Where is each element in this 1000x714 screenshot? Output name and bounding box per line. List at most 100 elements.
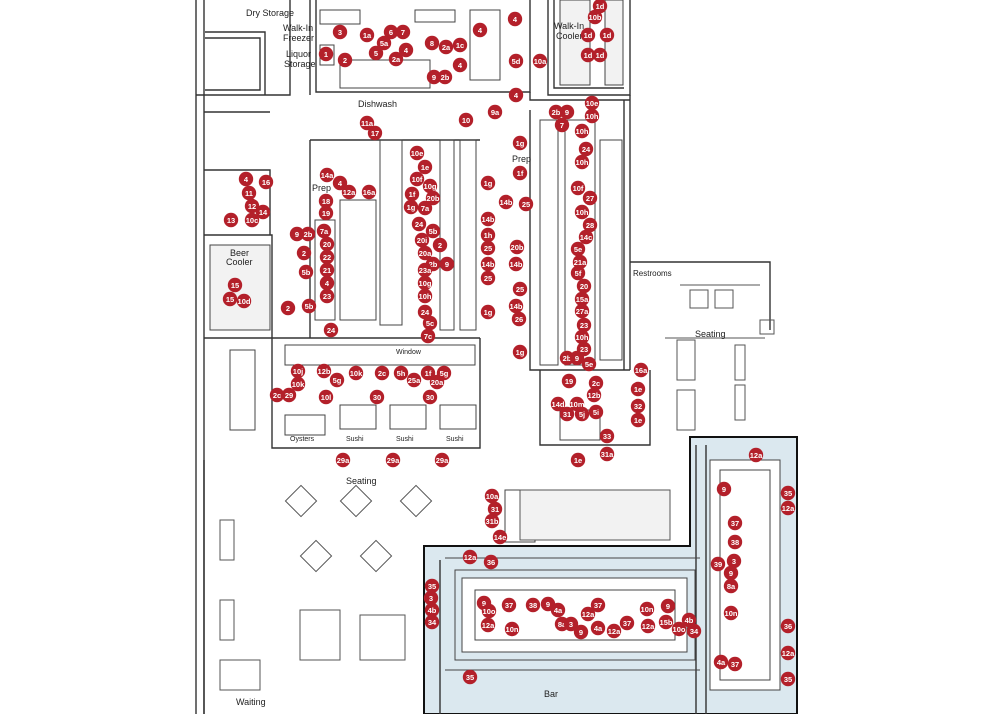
marker-circle: [574, 154, 590, 170]
equipment-marker-m24: 5d: [508, 53, 524, 69]
marker-circle: [573, 624, 589, 640]
marker-circle: [420, 328, 436, 344]
equipment-marker-m87: 16a: [361, 184, 377, 200]
marker-label: 4: [458, 61, 463, 70]
marker-label: 36: [784, 622, 792, 631]
marker-circle: [395, 24, 411, 40]
marker-circle: [398, 42, 414, 58]
equipment-marker-m45: 14c: [578, 229, 594, 245]
marker-circle: [580, 606, 596, 622]
equipment-marker-m75: 1e: [630, 412, 646, 428]
marker-label: 4b: [428, 606, 437, 615]
equipment-marker-m117: 10h: [417, 288, 433, 304]
marker-label: 10a: [534, 57, 547, 66]
marker-label: 15a: [576, 295, 589, 304]
marker-label: 5f: [575, 269, 582, 278]
equipment-marker-m51: 25: [512, 281, 528, 297]
marker-circle: [439, 256, 455, 272]
equipment-marker-m154: 30: [422, 389, 438, 405]
marker-label: 1g: [484, 308, 493, 317]
marker-circle: [671, 621, 687, 637]
marker-label: 29: [285, 391, 293, 400]
marker-circle: [640, 618, 656, 634]
marker-circle: [452, 37, 468, 53]
marker-label: 34: [690, 627, 699, 636]
equipment-marker-m195: 10n: [504, 621, 520, 637]
marker-label: 4a: [594, 624, 603, 633]
equipment-marker-m95: 7a: [417, 200, 433, 216]
marker-label: 25: [516, 285, 524, 294]
equipment-marker-m156: 29a: [385, 452, 401, 468]
equipment-marker-m96: 19: [318, 205, 334, 221]
marker-label: 5g: [333, 376, 342, 385]
marker-circle: [480, 617, 496, 633]
marker-circle: [462, 669, 478, 685]
marker-label: 23: [323, 292, 331, 301]
marker-label: 10g: [424, 182, 437, 191]
equipment-marker-m93: 18: [318, 193, 334, 209]
marker-label: 2c: [592, 379, 600, 388]
equipment-marker-m29: 2b: [548, 104, 564, 120]
marker-circle: [425, 190, 441, 206]
marker-circle: [258, 174, 274, 190]
marker-circle: [281, 387, 297, 403]
equipment-marker-m57: 23: [576, 317, 592, 333]
equipment-marker-m105: 25: [480, 240, 496, 256]
marker-circle: [484, 513, 500, 529]
marker-label: 8: [430, 39, 434, 48]
marker-label: 24: [421, 308, 430, 317]
marker-circle: [238, 171, 254, 187]
marker-circle: [223, 212, 239, 228]
marker-circle: [426, 69, 442, 85]
marker-label: 31: [563, 410, 571, 419]
equipment-marker-m49: 14b: [508, 256, 524, 272]
marker-label: 25: [484, 244, 492, 253]
marker-circle: [507, 11, 523, 27]
equipment-marker-m107: 22: [319, 249, 335, 265]
equipment-marker-m115: 10g: [417, 275, 433, 291]
marker-circle: [639, 601, 655, 617]
marker-label: 14b: [482, 215, 495, 224]
equipment-marker-m187: 38: [525, 597, 541, 613]
marker-circle: [588, 375, 604, 391]
equipment-marker-m151: 29: [281, 387, 297, 403]
marker-circle: [462, 549, 478, 565]
marker-label: 25: [484, 274, 492, 283]
equipment-marker-m32: 10h: [584, 108, 600, 124]
marker-circle: [606, 623, 622, 639]
marker-label: 26: [515, 315, 523, 324]
marker-circle: [570, 180, 586, 196]
equipment-marker-m50: 5f: [570, 265, 586, 281]
equipment-marker-m106: 20a: [417, 245, 433, 261]
marker-label: 12a: [582, 610, 595, 619]
marker-circle: [548, 104, 564, 120]
marker-label: 1a: [363, 31, 372, 40]
equipment-marker-m150: 2c: [269, 387, 285, 403]
equipment-marker-m5: 1d: [580, 47, 596, 63]
equipment-marker-m27: 4: [508, 87, 524, 103]
equipment-marker-m182: 4b: [424, 602, 440, 618]
marker-circle: [388, 51, 404, 67]
marker-circle: [424, 614, 440, 630]
label-beer-1: Beer: [230, 248, 249, 258]
marker-label: 10h: [419, 292, 432, 301]
label-sushi-3: Sushi: [446, 436, 464, 443]
marker-label: 10k: [292, 380, 305, 389]
equipment-marker-m158: 10a: [484, 488, 500, 504]
marker-label: 5d: [512, 57, 521, 66]
equipment-marker-m193: 9: [660, 598, 676, 614]
marker-label: 10k: [350, 369, 363, 378]
equipment-marker-m162: 12a: [748, 447, 764, 463]
marker-circle: [417, 200, 433, 216]
equipment-marker-m102: 20: [319, 236, 335, 252]
marker-circle: [576, 278, 592, 294]
marker-circle: [289, 226, 305, 242]
marker-label: 10g: [419, 279, 432, 288]
marker-circle: [424, 35, 440, 51]
equipment-marker-m64: 19: [561, 373, 577, 389]
marker-label: 10m: [569, 400, 584, 409]
equipment-marker-m97: 14b: [480, 211, 496, 227]
marker-circle: [630, 381, 646, 397]
marker-circle: [586, 387, 602, 403]
marker-label: 37: [594, 601, 602, 610]
